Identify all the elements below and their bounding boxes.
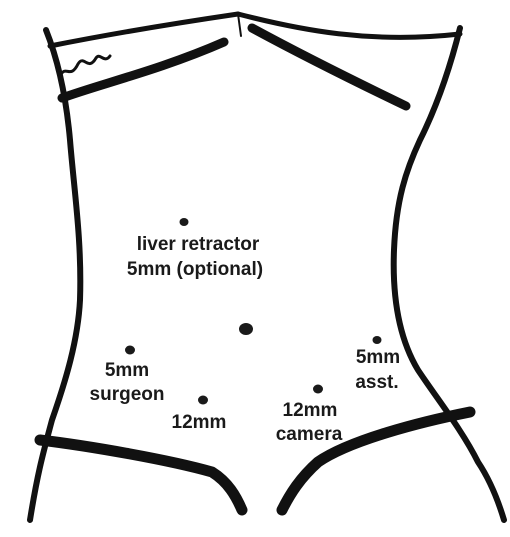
right-torso-edge xyxy=(394,28,504,520)
label-liver-retractor-line1: liver retractor xyxy=(137,234,260,255)
label-camera-line1: 12mm xyxy=(283,400,338,421)
left-pelvic-line xyxy=(40,440,242,510)
port-labels: liver retractor 5mm (optional) 5mm surge… xyxy=(90,234,401,445)
label-surgeon-line2: surgeon xyxy=(90,384,165,405)
port-dot-liver-retractor xyxy=(180,218,189,226)
port-dot-camera xyxy=(313,385,323,394)
sternum-line xyxy=(238,14,241,36)
umbilicus-mark xyxy=(239,323,253,335)
port-dot-assistant xyxy=(373,336,382,344)
label-assistant-line1: 5mm xyxy=(356,347,400,368)
label-center: 12mm xyxy=(172,412,227,433)
label-surgeon-line1: 5mm xyxy=(105,360,149,381)
port-dot-center xyxy=(198,396,208,405)
left-chest-line xyxy=(62,42,224,98)
label-camera-line2: camera xyxy=(276,424,343,445)
port-dot-surgeon xyxy=(125,346,135,355)
right-chest-line xyxy=(252,28,406,106)
torso-outline xyxy=(30,14,504,520)
label-assistant-line2: asst. xyxy=(355,372,398,393)
left-shoulder-line xyxy=(50,14,238,46)
label-liver-retractor-line2: 5mm (optional) xyxy=(127,259,263,280)
scribble-mark xyxy=(60,56,110,76)
